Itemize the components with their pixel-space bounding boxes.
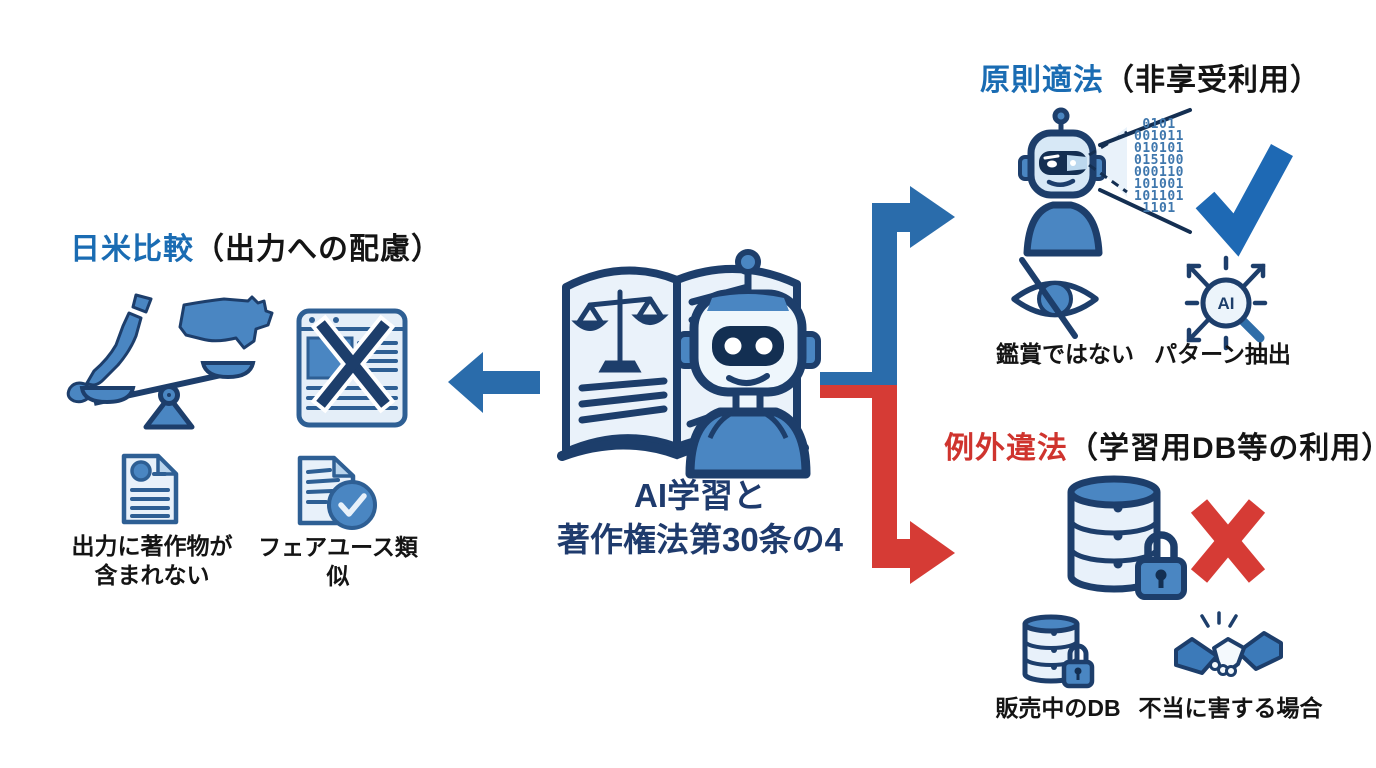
bottom-right-title-highlight: 例外違法 [944,432,1068,465]
robot-icon [675,249,821,479]
pattern-arrows [1184,255,1268,351]
center-caption: AI学習と 著作権法第30条の4 [556,477,844,558]
arrow-branch-red [820,385,955,584]
japan-us-balance-icon [66,293,274,430]
binary-stream: 0101 001011 010101 015100 000110 101001 … [1134,117,1184,216]
balance-scale-icon [79,361,256,430]
law-book-robot-icon [557,249,821,479]
bottom-right-title-rest: （学習用DB等の利用） [1068,432,1376,465]
top-right-title-rest: （非享受利用） [1104,64,1321,97]
label-db-on-sale: 販売中のDB [995,695,1121,721]
arrow-branch-blue [820,186,955,385]
arrow-left [448,352,540,413]
padlock-icon [1135,531,1187,600]
check-mark-icon [1195,144,1293,257]
bottom-right-section-title: 例外違法（学習用DB等の利用） [944,423,1376,467]
label-fair-use: フェアユース類似 [258,534,418,589]
top-right-title-highlight: 原則適法 [980,64,1104,97]
database-locked-icon [1067,475,1187,600]
branch-arrows [820,186,955,584]
blocked-x-mark [310,314,396,414]
handshake-rays [1200,611,1238,628]
document-profile-icon [121,453,179,525]
cross-mark-icon [1190,499,1266,583]
left-title-rest: （出力への配慮） [194,233,442,266]
scan-dashed-lines [1088,130,1128,194]
scales-of-justice-icon [571,289,669,373]
database-for-sale-icon [1022,614,1095,689]
top-right-section-title: 原則適法（非享受利用） [980,55,1321,99]
label-pattern-extraction: パターン抽出 [1154,341,1291,367]
padlock-small-icon [1061,643,1095,689]
handshake-icon [1174,611,1283,677]
us-map-icon [178,295,274,350]
ai-badge-label: AI [1218,294,1235,313]
label-not-viewing: 鑑賞ではない [996,341,1134,367]
browser-blocked-icon [296,308,408,428]
scan-frame-lines [1098,108,1192,234]
robot-scanning-icon [1018,107,1192,257]
left-title-highlight: 日米比較 [70,233,194,266]
label-unjust-harm: 不当に害する場合 [1138,695,1323,721]
scan-beam [1087,127,1127,197]
japan-map-icon [66,293,153,404]
eye-off-icon [1011,257,1099,339]
label-output-no-copyright: 出力に著作物が 含まれない [71,533,233,588]
ai-pattern-magnifier-icon: AI [1184,255,1268,351]
left-section-title: 日米比較（出力への配慮） [70,224,442,268]
document-check-icon [297,455,377,530]
